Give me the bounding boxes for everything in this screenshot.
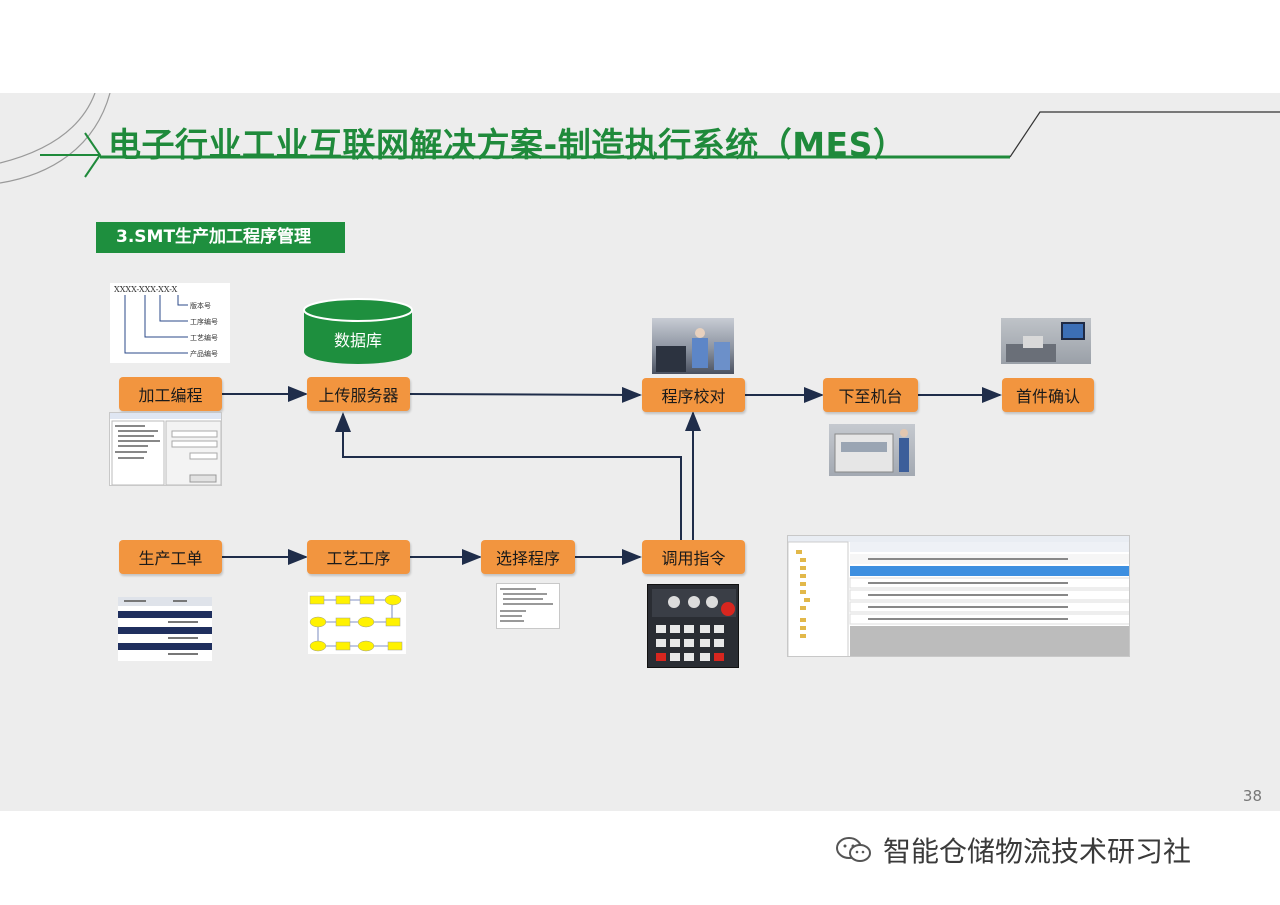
step-process: 工艺工序 — [307, 540, 410, 574]
wechat-icon — [836, 837, 871, 862]
step-upload: 上传服务器 — [307, 377, 410, 411]
step-select-program: 选择程序 — [481, 540, 575, 574]
control-panel-image — [647, 584, 739, 668]
step-program: 加工编程 — [119, 377, 222, 411]
select-program-image — [496, 583, 560, 629]
section-heading: 3.SMT生产加工程序管理 — [96, 222, 345, 253]
step-verify: 程序校对 — [642, 378, 745, 412]
step-first-check: 首件确认 — [1002, 378, 1094, 412]
process-flow-image — [308, 592, 406, 654]
verify-photo — [652, 318, 734, 374]
footer-watermark: 智能仓储物流技术研习社 — [835, 830, 1191, 870]
page-number: 38 — [1242, 787, 1262, 805]
legend-label-craft: 工艺编号 — [190, 334, 218, 342]
mes-software-image — [787, 535, 1130, 657]
database-icon — [303, 298, 413, 364]
step-deploy: 下至机台 — [823, 378, 918, 412]
page-title: 电子行业工业互联网解决方案-制造执行系统（MES） — [108, 125, 907, 164]
footer-text: 智能仓储物流技术研习社 — [883, 835, 1192, 868]
database-label: 数据库 — [334, 331, 383, 350]
legend-label-version: 版本号 — [190, 302, 211, 310]
code-legend-image: XXXX-XXX-XX-X 版本号 工序编号 工艺编号 产品编号 — [110, 283, 230, 363]
arrow-upload-verify — [409, 386, 642, 403]
step-call-command: 调用指令 — [642, 540, 745, 574]
legend-label-process: 工序编号 — [190, 318, 218, 326]
work-order-table-image — [118, 597, 212, 661]
header-decoration — [0, 93, 1280, 184]
machine-photo — [829, 424, 915, 476]
programming-software-image — [109, 412, 222, 486]
arrow-call-upload — [335, 412, 682, 540]
first-check-photo — [1001, 318, 1091, 364]
legend-label-product: 产品编号 — [190, 350, 218, 358]
code-legend-code: XXXX-XXX-XX-X — [114, 285, 178, 294]
step-work-order: 生产工单 — [119, 540, 222, 574]
